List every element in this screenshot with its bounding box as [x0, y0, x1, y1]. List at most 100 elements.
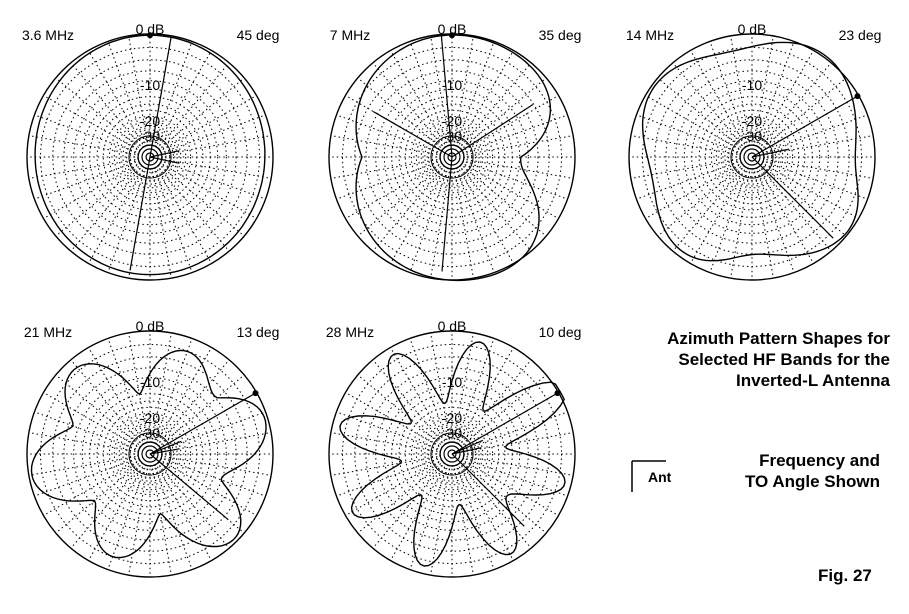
grid-spoke: [88, 50, 144, 145]
grid-spoke: [454, 468, 474, 576]
grid-spoke: [156, 347, 212, 442]
grid-spoke: [465, 114, 568, 153]
grid-spoke: [461, 62, 532, 147]
grid-spoke: [128, 35, 148, 143]
grid-ring: [728, 133, 776, 181]
ring-label-20: -20: [140, 113, 160, 129]
grid-spoke: [464, 460, 559, 516]
pattern-curve: [339, 341, 566, 567]
grid-ring: [720, 125, 784, 189]
grid-ring: [365, 367, 539, 541]
grid-spoke: [107, 41, 146, 144]
radial-marker: [149, 156, 180, 164]
radial-marker: [149, 392, 256, 455]
grid-spoke: [730, 171, 750, 279]
grid-spoke: [430, 468, 450, 576]
frequency-label: 3.6 MHz: [22, 27, 74, 43]
grid-ring: [724, 129, 780, 185]
grid-spoke: [454, 35, 474, 143]
grid-ring: [81, 385, 219, 523]
grid-spoke: [766, 159, 874, 179]
center-ring: [141, 148, 159, 166]
angle-label: 13 deg: [237, 324, 280, 340]
grid-spoke: [163, 114, 266, 153]
grid-spoke: [70, 62, 141, 147]
grid-spoke: [70, 359, 141, 444]
angle-label: 23 deg: [839, 27, 882, 43]
ring-label-0db: 0 dB: [136, 318, 165, 334]
grid-ring: [96, 400, 204, 508]
db-ring: [430, 432, 474, 476]
grid-spoke: [409, 170, 448, 273]
grid-spoke: [164, 159, 272, 179]
grid-spoke: [160, 374, 245, 445]
center-ring: [443, 148, 461, 166]
grid-spoke: [330, 432, 438, 452]
radial-marker: [451, 392, 558, 455]
grid-spoke: [462, 463, 547, 534]
grid-spoke: [765, 114, 868, 153]
grid-spoke: [672, 62, 743, 147]
ring-label-0db: 0 dB: [438, 21, 467, 37]
grid-spoke: [462, 166, 547, 237]
grid-spoke: [336, 411, 439, 450]
legend-line-1: Frequency and: [759, 451, 880, 470]
grid-spoke: [390, 50, 446, 145]
grid-spoke: [34, 114, 137, 153]
grid-spoke: [754, 171, 774, 279]
grid-spoke: [636, 114, 739, 153]
peak-marker: [252, 390, 259, 397]
peak-marker: [147, 32, 153, 39]
grid-ring: [126, 430, 174, 478]
grid-spoke: [461, 359, 532, 444]
grid-spoke: [28, 159, 136, 179]
grid-spoke: [630, 159, 738, 179]
grid-spoke: [409, 467, 448, 570]
radial-marker: [129, 156, 151, 271]
caption-line-2: Selected HF Bands for the: [678, 350, 890, 369]
legend-description: Frequency and TO Angle Shown: [680, 450, 880, 492]
ring-label-20: -20: [442, 410, 462, 426]
grid-spoke: [160, 77, 245, 148]
grid-ring: [383, 88, 521, 226]
grid-spoke: [464, 95, 559, 151]
grid-spoke: [88, 347, 144, 442]
grid-spoke: [128, 468, 148, 576]
grid-spoke: [430, 35, 450, 143]
grid-spoke: [43, 95, 138, 151]
grid-spoke: [70, 167, 141, 252]
center-ring: [747, 152, 757, 162]
grid-spoke: [330, 135, 438, 155]
grid-spoke: [55, 166, 140, 237]
db-ring: [128, 135, 172, 179]
grid-spoke: [164, 432, 272, 452]
grid-spoke: [34, 411, 137, 450]
center-ring: [439, 441, 465, 467]
angle-label: 35 deg: [539, 27, 582, 43]
grid-ring: [63, 70, 237, 244]
grid-spoke: [466, 135, 574, 155]
ring-label-0db: 0 dB: [136, 21, 165, 37]
grid-spoke: [761, 62, 832, 147]
radial-marker: [372, 110, 453, 158]
grid-ring: [665, 70, 839, 244]
angle-label: 45 deg: [237, 27, 280, 43]
grid-spoke: [390, 347, 446, 442]
grid-ring: [365, 70, 539, 244]
radial-marker: [451, 439, 484, 455]
grid-spoke: [456, 41, 495, 144]
grid-ring: [122, 426, 178, 482]
grid-ring: [383, 385, 521, 523]
grid-spoke: [372, 359, 443, 444]
grid-ring: [375, 377, 529, 531]
grid-ring: [428, 430, 476, 478]
grid-spoke: [330, 456, 438, 476]
ring-label-30: -30: [442, 425, 462, 441]
grid-ring: [113, 417, 187, 491]
grid-ring: [122, 129, 178, 185]
grid-ring: [398, 103, 506, 211]
grid-spoke: [709, 41, 748, 144]
radial-marker: [149, 440, 182, 455]
peak-marker: [854, 93, 861, 100]
